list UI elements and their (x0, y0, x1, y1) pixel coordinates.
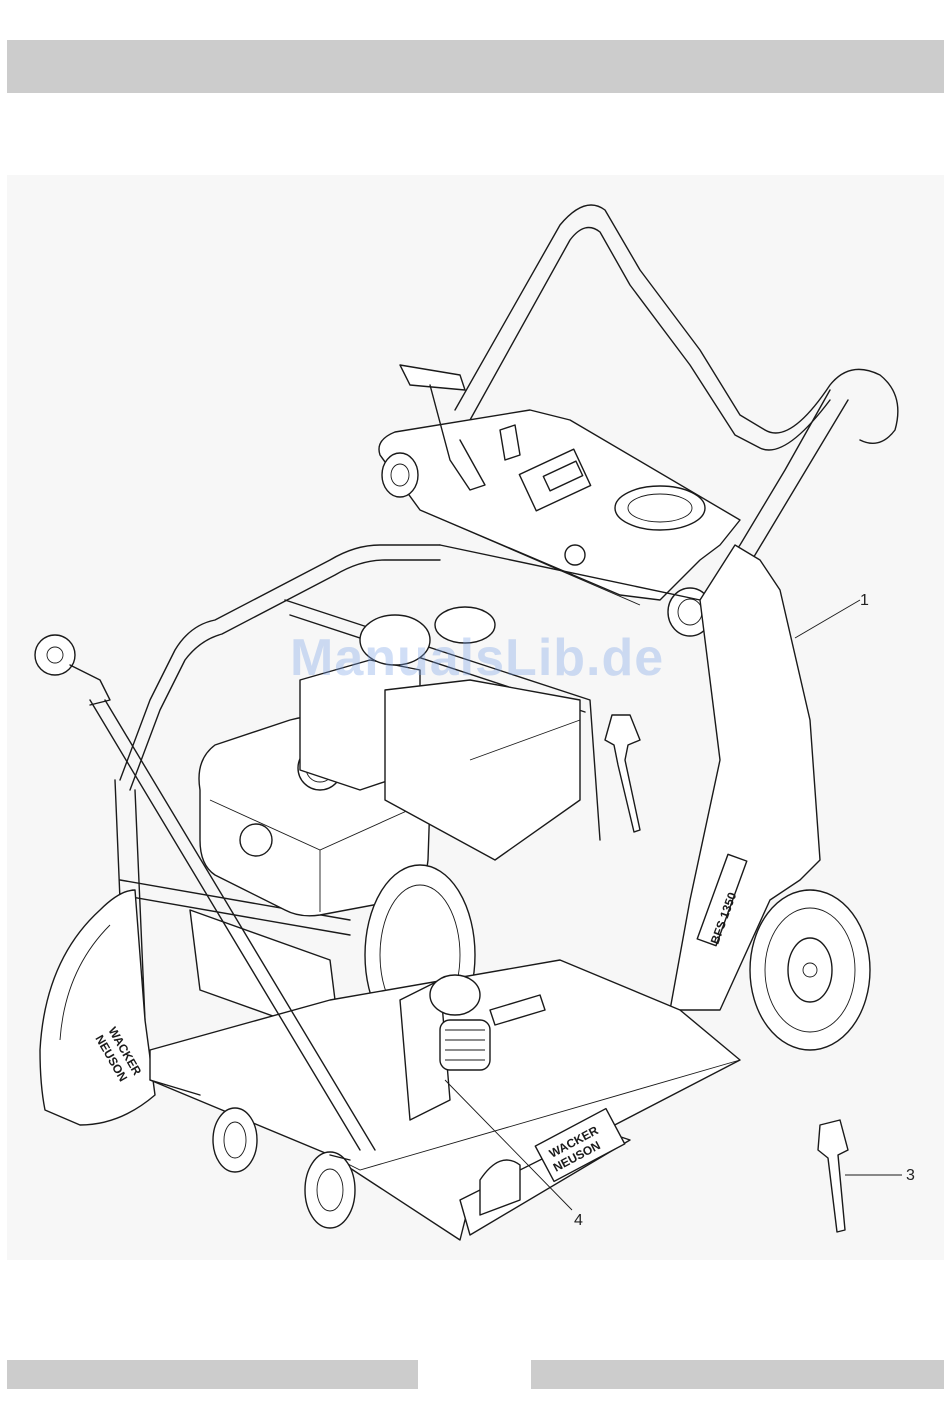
stored-wrench (605, 715, 640, 832)
rear-wheel (750, 890, 870, 1050)
footer-bar-left (7, 1360, 418, 1389)
callout-3-label: 3 (906, 1167, 915, 1185)
blade-guard: WACKER NEUSON (40, 890, 155, 1125)
callout-4-label: 4 (574, 1212, 583, 1230)
watermark-text: ManualsLib.de (290, 628, 664, 688)
loose-wrench (818, 1120, 848, 1232)
callout-1-label: 1 (860, 592, 869, 610)
control-console (379, 365, 740, 636)
footer-bar-right (531, 1360, 944, 1389)
